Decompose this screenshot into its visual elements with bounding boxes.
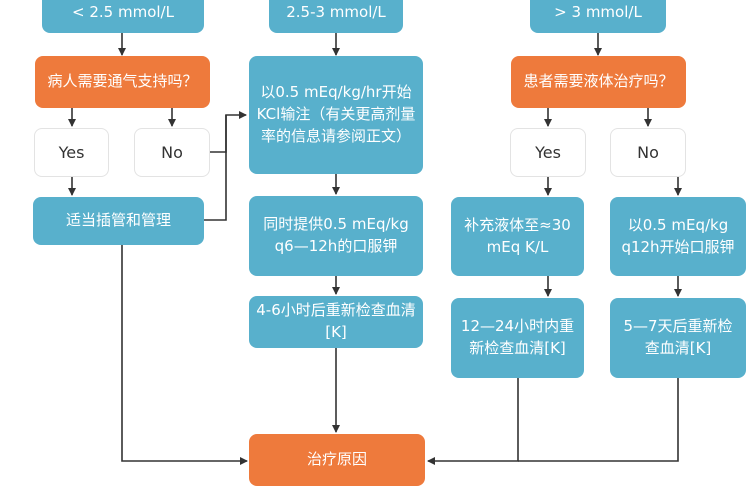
node-no-right: No <box>610 128 686 177</box>
node-label: 患者需要液体治疗吗？ <box>523 72 674 91</box>
arrow-intubation-to-kcl <box>204 115 227 221</box>
node-low-k: < 2.5 mmol/L <box>42 0 204 33</box>
node-recheck-4-6h: 4-6小时后重新检查血清[K] <box>249 296 423 348</box>
node-fluid-supplement: 补充液体至≈30 mEq K/L <box>451 197 584 276</box>
node-label: 病人需要通气支持吗？ <box>47 72 198 91</box>
node-label: < 2.5 mmol/L <box>72 2 174 21</box>
node-mid-k: 2.5-3 mmol/L <box>269 0 403 33</box>
node-label: 适当插管和管理 <box>65 211 171 230</box>
node-no-left: No <box>134 128 210 177</box>
node-label: 12—24小时内重新检查血清[K] <box>460 317 575 357</box>
node-label: 2.5-3 mmol/L <box>286 2 386 21</box>
arrow-no-to-kcl <box>210 111 247 153</box>
node-yes-left: Yes <box>34 128 109 177</box>
arrow-far-right-to-cause <box>518 378 679 462</box>
node-label: No <box>637 142 659 162</box>
node-question-ventilation: 病人需要通气支持吗？ <box>35 56 210 108</box>
node-label: 以0.5 mEq/kg/hr开始KCl输注（有关更高剂量率的信息请参阅正文） <box>256 83 416 145</box>
node-recheck-5-7d: 5—7天后重新检查血清[K] <box>610 298 746 378</box>
node-question-fluid: 患者需要液体治疗吗？ <box>511 56 686 108</box>
node-label: 治疗原因 <box>306 450 367 469</box>
node-high-k: > 3 mmol/L <box>530 0 666 33</box>
node-recheck-12-24h: 12—24小时内重新检查血清[K] <box>451 298 584 378</box>
node-treat-cause: 治疗原因 <box>249 434 425 486</box>
node-label: 5—7天后重新检查血清[K] <box>623 317 733 357</box>
node-label: Yes <box>535 142 561 162</box>
node-oral-k-q12: 以0.5 mEq/kg q12h开始口服钾 <box>610 197 746 276</box>
node-label: Yes <box>58 142 85 162</box>
arrow-intubation-to-cause <box>121 245 248 465</box>
node-label: No <box>161 142 183 162</box>
node-label: 同时提供0.5 mEq/kg q6—12h的口服钾 <box>263 215 409 255</box>
arrow-right-to-cause <box>427 378 519 465</box>
node-label: 补充液体至≈30 mEq K/L <box>464 215 571 256</box>
node-label: > 3 mmol/L <box>554 2 642 21</box>
node-label: 4-6小时后重新检查血清[K] <box>256 301 416 341</box>
node-label: 以0.5 mEq/kg q12h开始口服钾 <box>621 215 735 256</box>
node-intubation: 适当插管和管理 <box>33 197 204 245</box>
node-iv-kcl: 以0.5 mEq/kg/hr开始KCl输注（有关更高剂量率的信息请参阅正文） <box>249 56 423 174</box>
node-oral-k-q6: 同时提供0.5 mEq/kg q6—12h的口服钾 <box>249 196 423 276</box>
node-yes-right: Yes <box>510 128 586 177</box>
